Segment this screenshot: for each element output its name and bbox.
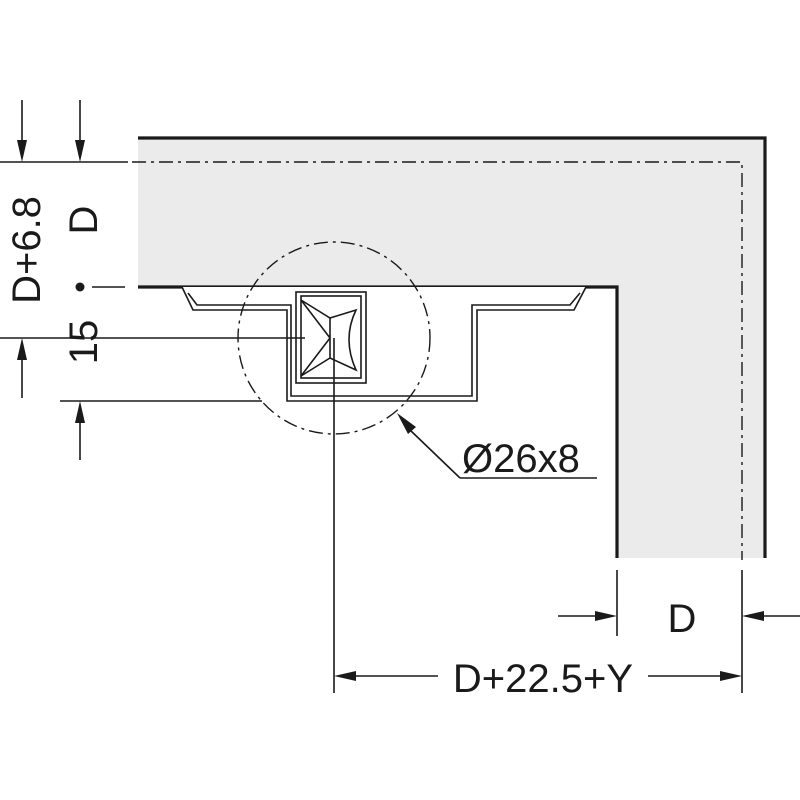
arrow-d-left-top — [75, 140, 85, 162]
connector-outline — [181, 286, 587, 402]
connector-core-inner — [300, 295, 362, 379]
arrow-d-bottom-right — [742, 611, 764, 621]
label-d-left: D — [62, 206, 106, 235]
arrow-d-bottom-left — [595, 611, 617, 621]
label-d-bottom: D — [668, 597, 697, 641]
panel-centerline — [132, 161, 743, 560]
connector-cam-cross — [300, 299, 332, 377]
arrow-total-right — [720, 671, 742, 681]
connector-housing — [182, 287, 586, 401]
connector-inner-outline — [187, 292, 581, 397]
leader-bore — [409, 429, 461, 479]
panel-body — [138, 138, 765, 558]
arrow-15-bottom — [75, 401, 85, 423]
dot-panel-edge — [75, 282, 85, 292]
arrow-d-6-8-bottom — [17, 338, 27, 360]
arrow-d-6-8-top — [17, 140, 27, 162]
arrow-bore — [397, 413, 416, 434]
label-d-plus-6-8: D+6.8 — [5, 196, 49, 304]
label-d-plus-22-5-y: D+22.5+Y — [453, 657, 633, 701]
label-fifteen: 15 — [62, 320, 106, 365]
connector-cam — [300, 299, 358, 377]
arrow-total-left — [334, 671, 356, 681]
label-bore: Ø26x8 — [462, 437, 580, 481]
